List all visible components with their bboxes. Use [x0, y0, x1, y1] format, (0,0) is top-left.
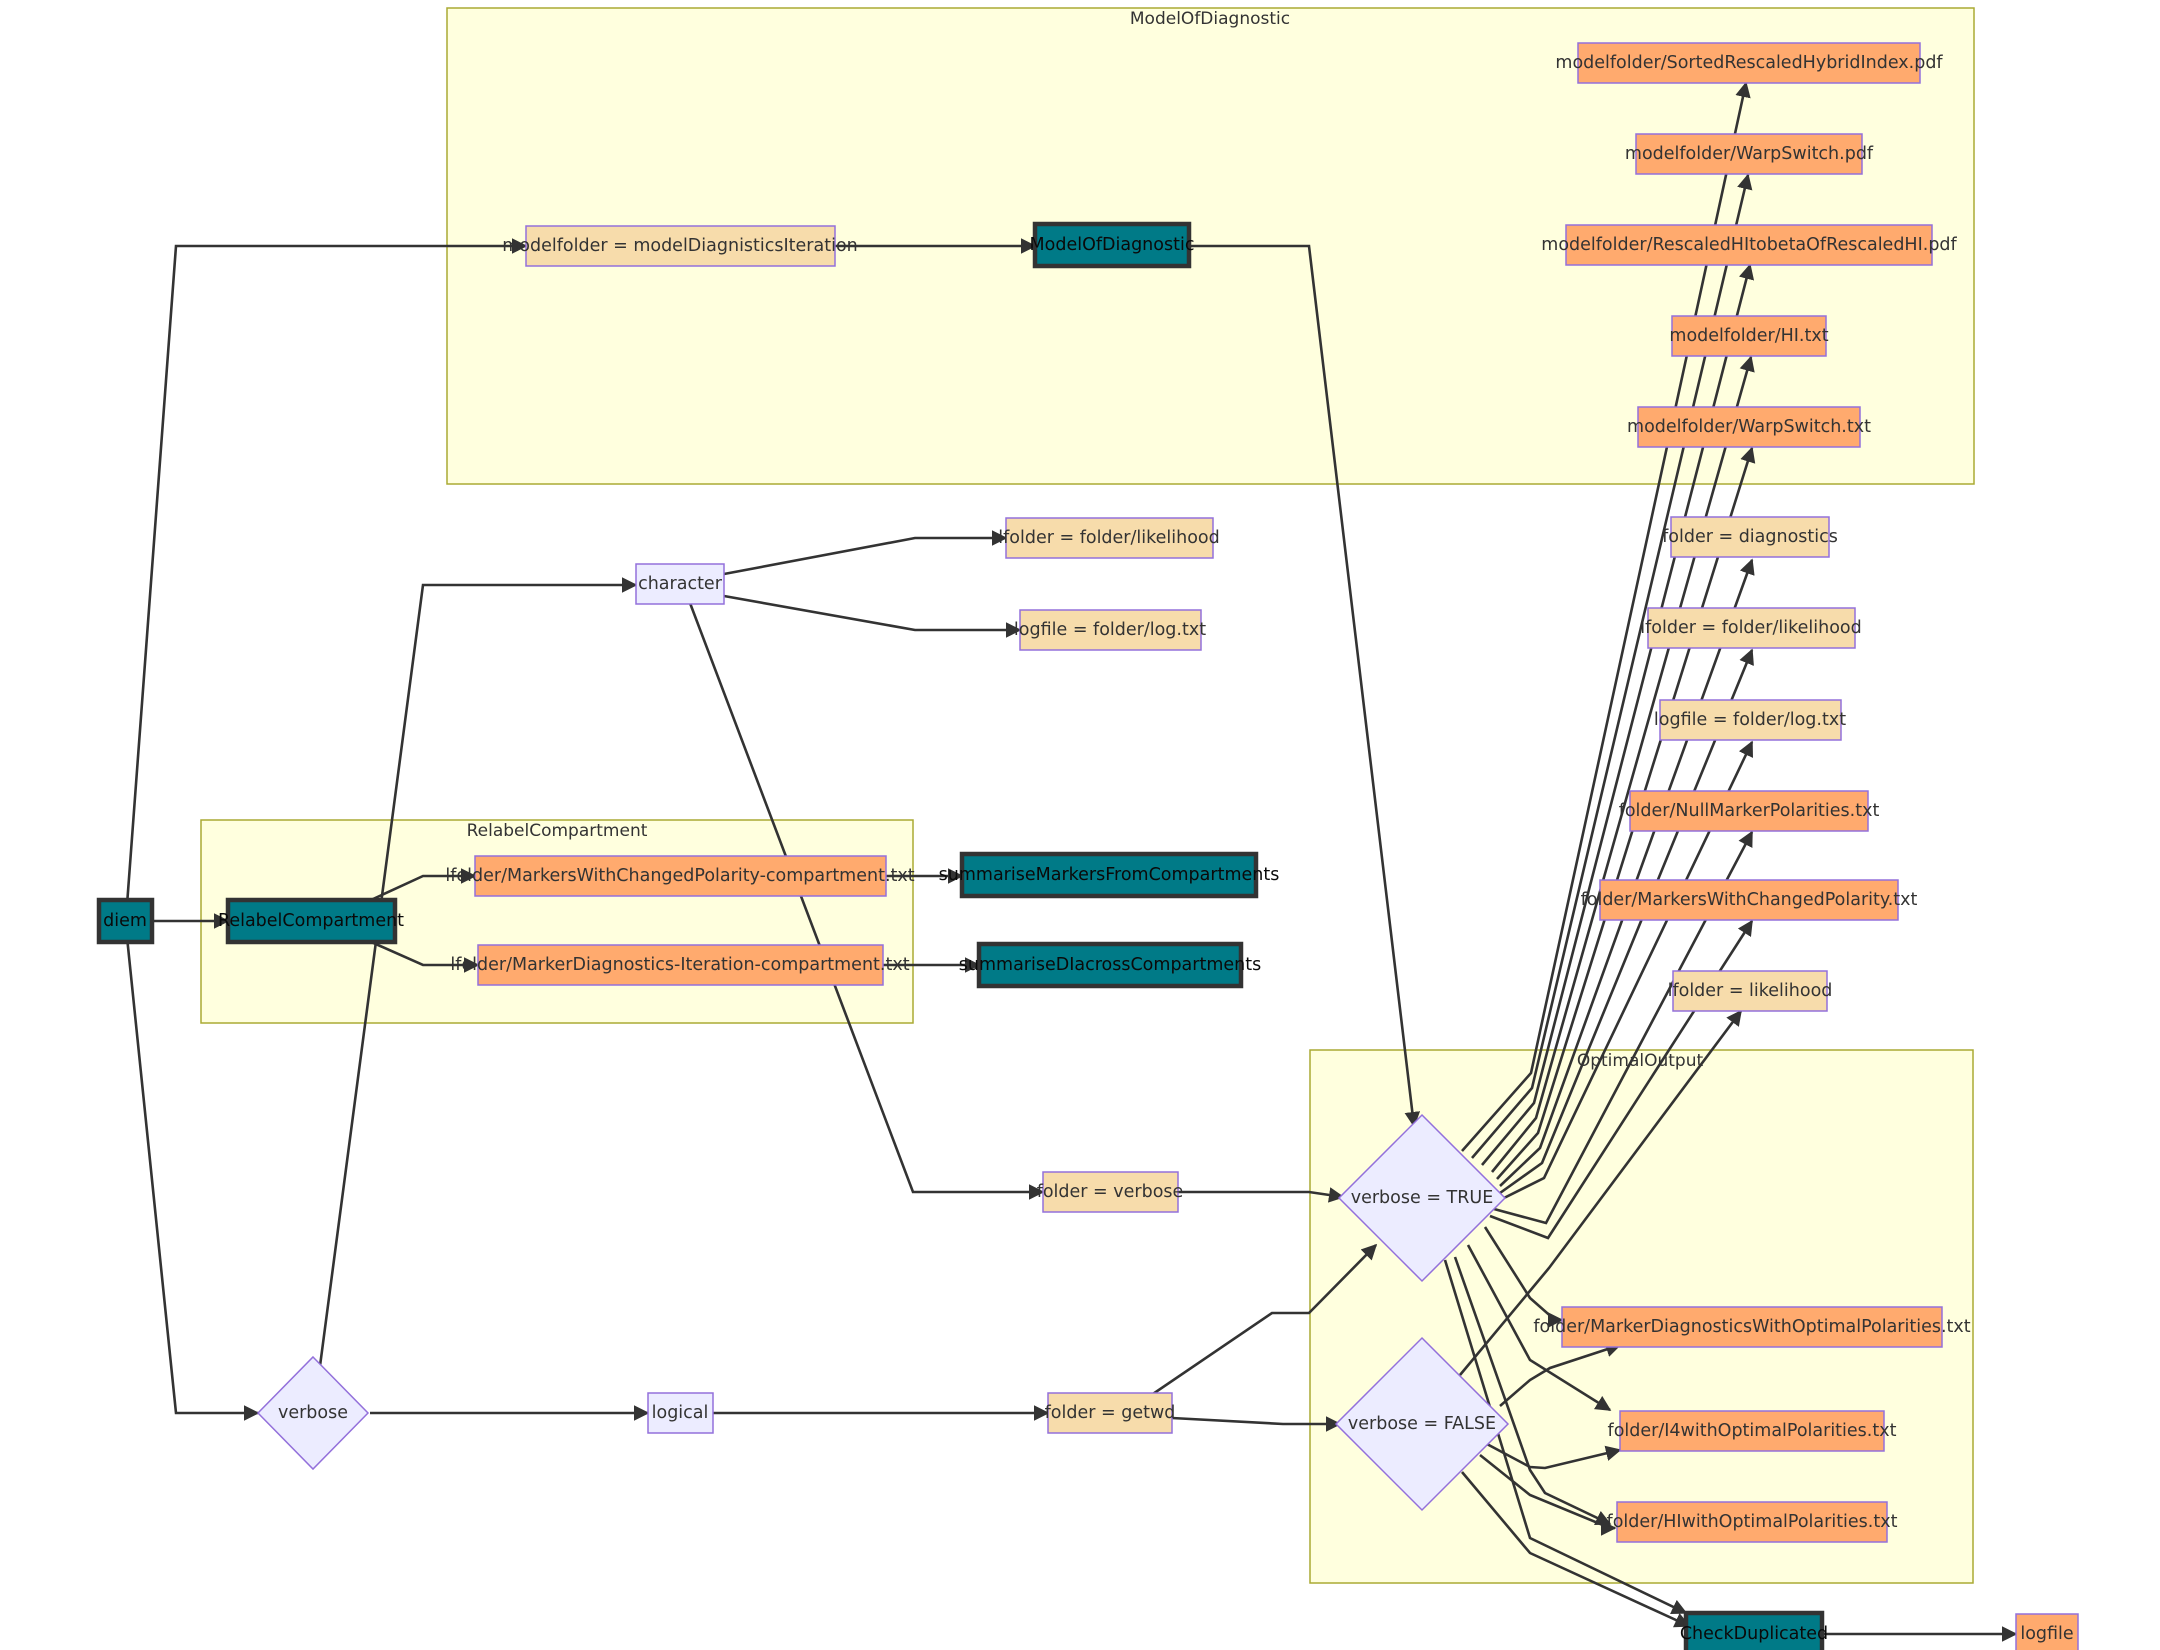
- edge-verbose-true-to-hi-optimal: [1453, 1256, 1612, 1526]
- node-markers-changed[interactable]: folder/MarkersWithChangedPolarity.txt: [1581, 879, 1918, 921]
- node-marker-diag-optimal[interactable]: folder/MarkerDiagnosticsWithOptimalPolar…: [1533, 1306, 1971, 1348]
- node-model-assign[interactable]: modelfolder = modelDiagnisticsIteration: [502, 225, 858, 267]
- node-character[interactable]: character: [635, 563, 725, 605]
- node-sorted-pdf[interactable]: modelfolder/SortedRescaledHybridIndex.pd…: [1555, 42, 1943, 84]
- svg-text:folder/HIwithOptimalPolarities: folder/HIwithOptimalPolarities.txt: [1607, 1512, 1898, 1532]
- node-hi-txt[interactable]: modelfolder/HI.txt: [1669, 315, 1829, 357]
- cluster-label-model: ModelOfDiagnostic: [1130, 9, 1290, 29]
- node-summarise-di[interactable]: summariseDIacrossCompartments: [959, 941, 1261, 989]
- svg-text:folder = diagnostics: folder = diagnostics: [1662, 527, 1838, 547]
- edge-verbose-true-to-folder-diagnostics: [1499, 558, 1755, 1187]
- edge-verbose-false-to-lfolder-likelihood: [1459, 1009, 1743, 1376]
- svg-text:diem: diem: [103, 911, 147, 931]
- edge-verbose-to-character: [318, 577, 638, 1367]
- node-diagnostics-compartment[interactable]: lfolder/MarkerDiagnostics-Iteration-comp…: [450, 944, 910, 986]
- node-model-of-diagnostic[interactable]: ModelOfDiagnostic: [1030, 221, 1195, 269]
- edge-verbose-true-to-warpswitch-txt: [1496, 446, 1756, 1180]
- svg-text:logfile = folder/log.txt: logfile = folder/log.txt: [1014, 620, 1206, 640]
- node-verbose-false[interactable]: verbose = FALSE: [1334, 1336, 1510, 1512]
- svg-text:modelfolder/HI.txt: modelfolder/HI.txt: [1669, 326, 1828, 346]
- edge-character-to-folder-verbose: [688, 602, 1045, 1200]
- svg-text:lfolder/MarkerDiagnostics-Iter: lfolder/MarkerDiagnostics-Iteration-comp…: [450, 955, 909, 975]
- edge-folder-getwd-to-verbose-true: [1146, 1243, 1378, 1400]
- edge-model-fn-to-verbose-true: [1189, 244, 1421, 1128]
- edge-diem-to-model-assign: [125, 238, 528, 906]
- edge-verbose-false-to-check-duplicated: [1461, 1471, 1691, 1628]
- svg-text:character: character: [638, 574, 723, 594]
- edge-verbose-true-to-warpswitch-pdf: [1471, 173, 1753, 1159]
- node-verbose-true[interactable]: verbose = TRUE: [1337, 1113, 1507, 1283]
- node-lfolder-folder-1[interactable]: lfolder = folder/likelihood: [998, 517, 1220, 559]
- svg-text:CheckDuplicated: CheckDuplicated: [1680, 1624, 1828, 1644]
- svg-text:modelfolder/WarpSwitch.pdf: modelfolder/WarpSwitch.pdf: [1625, 144, 1874, 164]
- svg-text:summariseDIacrossCompartments: summariseDIacrossCompartments: [959, 955, 1261, 975]
- node-markers-compartment[interactable]: lfolder/MarkersWithChangedPolarity-compa…: [445, 855, 915, 897]
- svg-text:verbose = TRUE: verbose = TRUE: [1351, 1188, 1494, 1208]
- svg-text:verbose = FALSE: verbose = FALSE: [1348, 1414, 1496, 1434]
- node-null-marker[interactable]: folder/NullMarkerPolarities.txt: [1619, 790, 1880, 832]
- svg-text:RelabelCompartment: RelabelCompartment: [218, 911, 404, 931]
- svg-text:folder = getwd: folder = getwd: [1045, 1403, 1176, 1423]
- node-warpswitch-pdf[interactable]: modelfolder/WarpSwitch.pdf: [1625, 133, 1874, 175]
- svg-text:folder/MarkerDiagnosticsWithOp: folder/MarkerDiagnosticsWithOptimalPolar…: [1533, 1317, 1970, 1337]
- node-check-duplicated[interactable]: CheckDuplicated: [1680, 1610, 1828, 1650]
- edge-diem-to-verbose: [125, 936, 260, 1421]
- edge-verbose-true-to-null-marker: [1493, 830, 1754, 1225]
- node-diem[interactable]: diem: [96, 897, 155, 945]
- node-logfile-folder-1[interactable]: logfile = folder/log.txt: [1014, 609, 1206, 651]
- svg-text:verbose: verbose: [278, 1403, 348, 1423]
- node-logfile[interactable]: logfile: [2015, 1613, 2079, 1650]
- svg-text:summariseMarkersFromCompartmen: summariseMarkersFromCompartments: [939, 865, 1280, 885]
- svg-text:logfile: logfile: [2020, 1624, 2073, 1644]
- edge-relabel-to-diagnostics-compartment: [359, 935, 480, 973]
- svg-text:ModelOfDiagnostic: ModelOfDiagnostic: [1030, 235, 1195, 255]
- svg-text:modelfolder/SortedRescaledHybr: modelfolder/SortedRescaledHybridIndex.pd…: [1555, 53, 1943, 73]
- edge-verbose-false-to-i4-optimal: [1484, 1441, 1622, 1470]
- node-hi-optimal[interactable]: folder/HIwithOptimalPolarities.txt: [1607, 1501, 1898, 1543]
- edge-verbose-true-to-i4-optimal: [1466, 1244, 1612, 1412]
- node-folder-diagnostics[interactable]: folder = diagnostics: [1662, 516, 1838, 558]
- svg-text:lfolder = folder/likelihood: lfolder = folder/likelihood: [1640, 618, 1861, 638]
- edge-verbose-false-to-hi-optimal: [1479, 1453, 1617, 1536]
- svg-text:modelfolder/WarpSwitch.txt: modelfolder/WarpSwitch.txt: [1627, 417, 1871, 437]
- svg-text:folder/I4withOptimalPolarities: folder/I4withOptimalPolarities.txt: [1608, 1421, 1897, 1441]
- edge-verbose-true-to-check-duplicated: [1443, 1259, 1688, 1615]
- svg-text:modelfolder = modelDiagnistics: modelfolder = modelDiagnisticsIteration: [502, 236, 858, 256]
- node-verbose[interactable]: verbose: [256, 1355, 370, 1471]
- node-i4-optimal[interactable]: folder/I4withOptimalPolarities.txt: [1608, 1410, 1897, 1452]
- node-folder-getwd[interactable]: folder = getwd: [1045, 1392, 1176, 1434]
- edge-folder-verbose-to-verbose-true: [1178, 1187, 1345, 1203]
- svg-text:lfolder = likelihood: lfolder = likelihood: [1668, 981, 1833, 1001]
- node-rescaled-pdf[interactable]: modelfolder/RescaledHItobetaOfRescaledHI…: [1541, 224, 1958, 266]
- cluster-label-optimal: OptimalOutput: [1577, 1051, 1704, 1071]
- edge-character-to-logfile: [723, 594, 1022, 638]
- svg-text:folder/NullMarkerPolarities.tx: folder/NullMarkerPolarities.txt: [1619, 801, 1880, 821]
- node-folder-verbose[interactable]: folder = verbose: [1037, 1171, 1184, 1213]
- node-relabel-compartment[interactable]: RelabelCompartment: [218, 897, 404, 945]
- node-logfile-folder-2[interactable]: logfile = folder/log.txt: [1654, 699, 1846, 741]
- edge-verbose-true-to-marker-diag-optimal: [1483, 1226, 1564, 1328]
- cluster-label-relabel: RelabelCompartment: [467, 821, 648, 841]
- node-lfolder-likelihood[interactable]: lfolder = likelihood: [1668, 970, 1833, 1012]
- node-lfolder-folder-2[interactable]: lfolder = folder/likelihood: [1640, 607, 1862, 649]
- node-warpswitch-txt[interactable]: modelfolder/WarpSwitch.txt: [1627, 406, 1871, 448]
- svg-text:logfile = folder/log.txt: logfile = folder/log.txt: [1654, 710, 1846, 730]
- svg-text:folder = verbose: folder = verbose: [1037, 1182, 1184, 1202]
- svg-text:logical: logical: [652, 1403, 709, 1423]
- edge-character-to-lfolder: [723, 530, 1008, 576]
- svg-text:modelfolder/RescaledHItobetaOf: modelfolder/RescaledHItobetaOfRescaledHI…: [1541, 235, 1957, 255]
- edge-verbose-false-to-marker-diag-optimal: [1499, 1341, 1622, 1407]
- node-logical[interactable]: logical: [647, 1392, 714, 1434]
- node-summarise-markers[interactable]: summariseMarkersFromCompartments: [939, 851, 1280, 899]
- edge-verbose-true-to-markers-changed: [1489, 919, 1754, 1240]
- svg-text:lfolder/MarkersWithChangedPola: lfolder/MarkersWithChangedPolarity-compa…: [445, 866, 914, 886]
- svg-text:lfolder = folder/likelihood: lfolder = folder/likelihood: [998, 528, 1219, 548]
- svg-text:folder/MarkersWithChangedPolar: folder/MarkersWithChangedPolarity.txt: [1581, 890, 1918, 910]
- edge-folder-getwd-to-verbose-false: [1171, 1416, 1342, 1432]
